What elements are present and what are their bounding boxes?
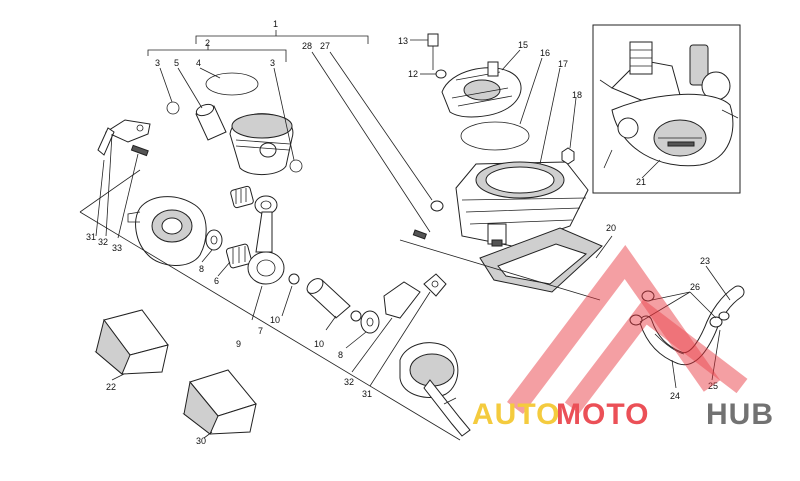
gasket-right (383, 273, 447, 319)
cylinder-head (441, 61, 522, 118)
callout-5: 5 (174, 58, 179, 68)
callout-26: 26 (690, 282, 700, 292)
callout-15: 15 (518, 40, 528, 50)
hose-clamp-25 (709, 311, 730, 328)
nut-18 (561, 147, 575, 165)
watermark-moto: MOTO (556, 398, 649, 431)
packing-sleeve-30 (182, 369, 257, 435)
callout-12: 12 (408, 69, 418, 79)
automotohub-watermark: AUTO MOTO HUB (472, 244, 774, 431)
plug-27 (430, 200, 444, 212)
leader-lines (79, 39, 731, 441)
callout-28-top: 28 (302, 41, 312, 51)
head-bolt-13 (427, 33, 439, 70)
callout-32-right: 32 (344, 377, 354, 387)
connecting-rod (247, 195, 285, 285)
callout-23: 23 (700, 256, 710, 266)
circlip-3-right (289, 159, 303, 173)
callout-25: 25 (708, 381, 718, 391)
group-bracket-1 (195, 30, 369, 44)
callout-3-left: 3 (155, 58, 160, 68)
watermark-triangle-outer (507, 244, 721, 415)
piston-ring-4 (205, 72, 259, 96)
watermark-hub: HUB (706, 398, 774, 431)
hose-clamp-26-lower (629, 314, 643, 326)
piston-pin-5 (195, 103, 227, 141)
thrust-washer-left (205, 229, 223, 251)
packing-sleeve-22 (94, 309, 169, 375)
watermark-auto: AUTO (472, 398, 560, 431)
plug-28 (412, 229, 427, 240)
callout-2: 2 (205, 38, 210, 48)
thrust-washer-right (360, 310, 380, 334)
callout-16: 16 (540, 48, 550, 58)
callout-1: 1 (273, 19, 278, 29)
callout-9: 9 (236, 339, 241, 349)
callout-22: 22 (106, 382, 116, 392)
callout-6: 6 (214, 276, 219, 286)
callout-24: 24 (670, 391, 680, 401)
washer-12 (435, 69, 447, 79)
head-gasket-16 (460, 121, 530, 151)
stud-bolt-33 (130, 144, 149, 157)
callout-27: 27 (320, 41, 330, 51)
piston (229, 113, 294, 175)
crank-pin-10 (288, 273, 362, 322)
callout-17: 17 (558, 59, 568, 69)
callout-30: 30 (196, 436, 206, 446)
callout-20: 20 (606, 223, 616, 233)
gasket-left (97, 119, 151, 156)
callout-4: 4 (196, 58, 201, 68)
callout-10-right: 10 (314, 339, 324, 349)
callout-10-left: 10 (270, 315, 280, 325)
cylinder (455, 161, 589, 247)
needle-bearing-lower (225, 243, 253, 269)
callout-8-left: 8 (199, 264, 204, 274)
callout-13: 13 (398, 36, 408, 46)
callout-33: 33 (112, 243, 122, 253)
callout-31-left: 31 (86, 232, 96, 242)
callout-32-left: 32 (98, 237, 108, 247)
callout-21: 21 (636, 177, 646, 187)
group-bracket-2 (147, 44, 287, 62)
callout-7: 7 (258, 326, 263, 336)
callout-3-right: 3 (270, 58, 275, 68)
watermark-triangle-inner (564, 299, 748, 414)
crankshaft (399, 342, 471, 437)
circlip-3-left (166, 101, 180, 115)
coolant-hose-24 (639, 285, 745, 366)
callout-18: 18 (572, 90, 582, 100)
engine-inset (592, 24, 741, 194)
hose-clamp-26-upper (641, 290, 655, 302)
callout-labels: 1 2 3 5 4 3 28 27 13 15 16 12 17 18 21 3… (86, 19, 718, 446)
callout-31-right: 31 (362, 389, 372, 399)
needle-bearing-upper (230, 185, 254, 209)
base-gasket-20 (479, 227, 603, 293)
callout-8-right: 8 (338, 350, 343, 360)
crankcase-half (127, 196, 207, 266)
